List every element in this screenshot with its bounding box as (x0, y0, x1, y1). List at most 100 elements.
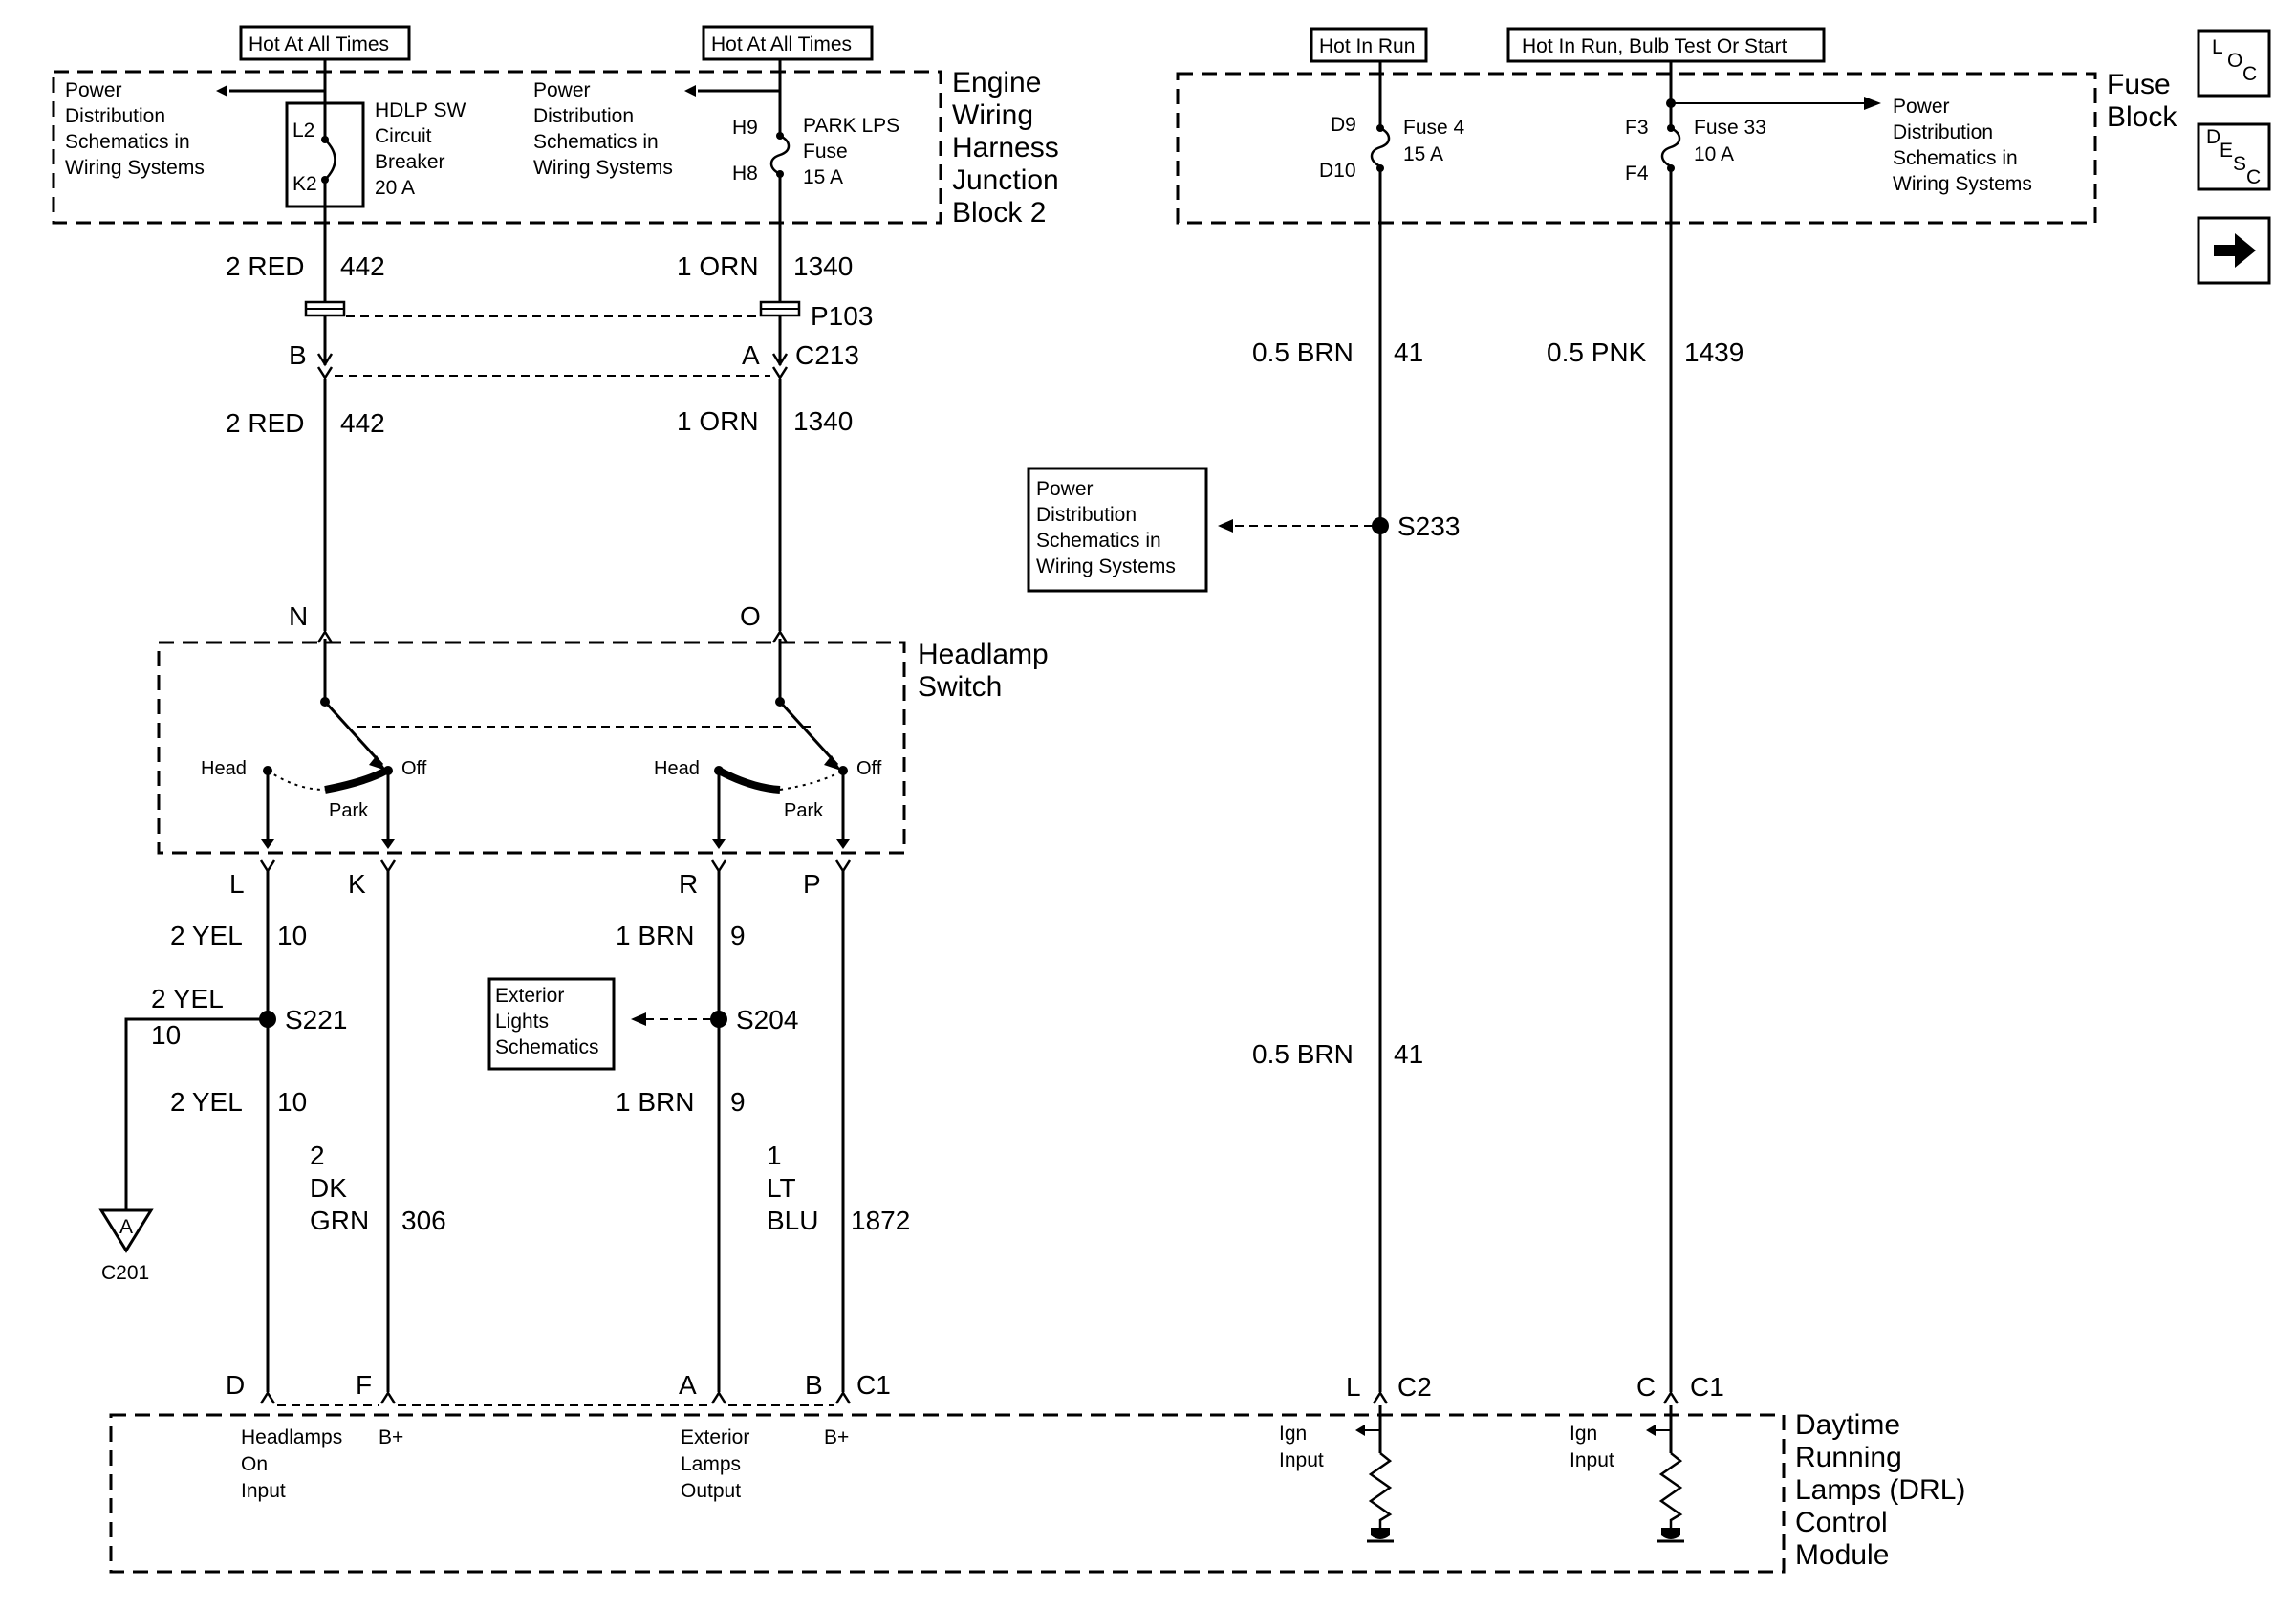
svg-text:DK: DK (310, 1173, 347, 1203)
svg-text:Hot At All Times: Hot At All Times (249, 33, 389, 55)
wire-red-size: 2 RED (226, 251, 304, 281)
wire-yel-size: 2 YEL (170, 921, 243, 950)
svg-text:Schematics in: Schematics in (1893, 147, 2018, 169)
wire-orn-circuit-2: 1340 (793, 406, 853, 436)
switch-pole-right: Head Off Park (654, 700, 882, 821)
svg-text:A: A (119, 1216, 133, 1238)
arrow-right-icon (2214, 233, 2256, 268)
wire-brn41-size-2: 0.5 BRN (1252, 1039, 1354, 1069)
resistor-icon (1658, 1452, 1683, 1528)
svg-text:Off: Off (401, 758, 427, 779)
next-arrow-button[interactable] (2197, 216, 2271, 285)
svg-text:A: A (742, 340, 760, 370)
pin-n: N (289, 601, 308, 631)
bplus-label-1: B+ (379, 1426, 403, 1448)
svg-text:Hot In Run: Hot In Run (1319, 35, 1415, 57)
svg-text:Block 2: Block 2 (952, 197, 1046, 228)
wire-yel-size-2: 2 YEL (170, 1087, 243, 1117)
svg-text:Power: Power (1893, 96, 1950, 118)
c201-label: C201 (101, 1262, 149, 1284)
svg-text:F3: F3 (1625, 117, 1649, 139)
wire-yel-branch-size: 2 YEL (151, 984, 224, 1013)
svg-text:Output: Output (681, 1480, 741, 1502)
ext-lights-ref[interactable]: Exterior Lights Schematics (487, 977, 616, 1071)
wire-brn-circuit-2: 9 (730, 1087, 746, 1117)
svg-text:Schematics in: Schematics in (65, 131, 190, 153)
fuse-4: D9 D10 Fuse 4 15 A (1319, 114, 1465, 182)
park-lps-fuse: H9 H8 PARK LPS Fuse 15 A (732, 91, 899, 302)
svg-text:L2: L2 (292, 120, 314, 141)
svg-text:Head: Head (201, 758, 247, 779)
wire-yel-branch-circuit: 10 (151, 1020, 181, 1050)
svg-text:Power: Power (533, 79, 591, 101)
svg-text:K2: K2 (292, 173, 317, 195)
svg-text:O: O (2227, 50, 2242, 72)
svg-text:H9: H9 (732, 117, 758, 139)
svg-text:Running: Running (1795, 1442, 1902, 1473)
svg-text:Off: Off (856, 758, 882, 779)
svg-text:Circuit: Circuit (375, 125, 432, 147)
svg-text:Schematics in: Schematics in (533, 131, 659, 153)
source-hot-run: Hot In Run (1310, 27, 1428, 63)
svg-text:A: A (679, 1370, 697, 1400)
desc-button[interactable]: D E S C (2197, 122, 2271, 191)
ground-icon (1371, 1528, 1390, 1539)
svg-text:Lamps: Lamps (681, 1453, 741, 1475)
svg-text:Power: Power (1036, 478, 1094, 500)
svg-text:15 A: 15 A (803, 166, 843, 188)
drl-module-title: Daytime Running Lamps (DRL) Control Modu… (1795, 1409, 1965, 1571)
wire-orn-circuit: 1340 (793, 251, 853, 281)
pd-ref-s233[interactable]: Power Distribution Schematics in Wiring … (1027, 467, 1208, 593)
s221-splice: S221 (259, 1005, 347, 1034)
svg-text:GRN: GRN (310, 1206, 369, 1235)
svg-text:Breaker: Breaker (375, 151, 445, 173)
svg-text:Input: Input (1279, 1449, 1324, 1471)
svg-text:Block: Block (2107, 101, 2177, 133)
arrow-right-icon (1864, 97, 1881, 110)
ewhjb-title: Engine Wiring Harness Junction Block 2 (952, 67, 1059, 228)
wire-orn-size-2: 1 ORN (677, 406, 759, 436)
svg-text:Lights: Lights (495, 1011, 549, 1033)
c213-connector: B A C213 (289, 340, 859, 380)
ground-a-icon: A (98, 1208, 154, 1253)
arrow-left-icon (216, 85, 227, 97)
circuit-breaker: L2 K2 (285, 91, 365, 208)
svg-text:C: C (2246, 166, 2261, 188)
headlamp-switch-boundary (157, 641, 906, 855)
svg-text:Headlamp: Headlamp (918, 639, 1049, 670)
svg-text:C1: C1 (856, 1370, 891, 1400)
pin-o: O (740, 601, 761, 631)
source-hot-left: Hot At All Times (239, 25, 411, 61)
ign-input-1: Ign Input (1279, 1405, 1394, 1543)
svg-text:Control: Control (1795, 1507, 1888, 1538)
wire-brn41-circuit: 41 (1394, 337, 1423, 367)
svg-text:1: 1 (767, 1141, 782, 1170)
arrow-left-icon (631, 1012, 646, 1026)
wire-brn-size-2: 1 BRN (616, 1087, 694, 1117)
svg-text:L: L (2212, 36, 2223, 58)
svg-text:E: E (2220, 140, 2233, 162)
svg-text:10 A: 10 A (1694, 143, 1734, 165)
svg-text:Park: Park (784, 800, 824, 821)
svg-text:D: D (226, 1370, 245, 1400)
wire-brn41-circuit-2: 41 (1394, 1039, 1423, 1069)
svg-text:Wiring Systems: Wiring Systems (1893, 173, 2032, 195)
svg-text:B: B (289, 340, 307, 370)
svg-text:S233: S233 (1397, 511, 1460, 541)
arrow-left-icon (1218, 519, 1233, 533)
wire-pnk-size: 0.5 PNK (1547, 337, 1647, 367)
svg-text:F4: F4 (1625, 163, 1649, 185)
loc-button[interactable]: L O C (2197, 29, 2271, 98)
svg-text:Ign: Ign (1279, 1423, 1307, 1445)
svg-text:Fuse: Fuse (803, 141, 848, 163)
svg-text:C: C (1636, 1372, 1656, 1402)
svg-text:Exterior: Exterior (681, 1426, 749, 1448)
svg-text:Wiring Systems: Wiring Systems (65, 157, 205, 179)
svg-text:Engine: Engine (952, 67, 1041, 98)
svg-text:S: S (2233, 153, 2246, 175)
svg-text:D10: D10 (1319, 160, 1356, 182)
svg-text:Power: Power (65, 79, 122, 101)
svg-text:Lamps (DRL): Lamps (DRL) (1795, 1474, 1965, 1506)
svg-text:Daytime: Daytime (1795, 1409, 1900, 1441)
